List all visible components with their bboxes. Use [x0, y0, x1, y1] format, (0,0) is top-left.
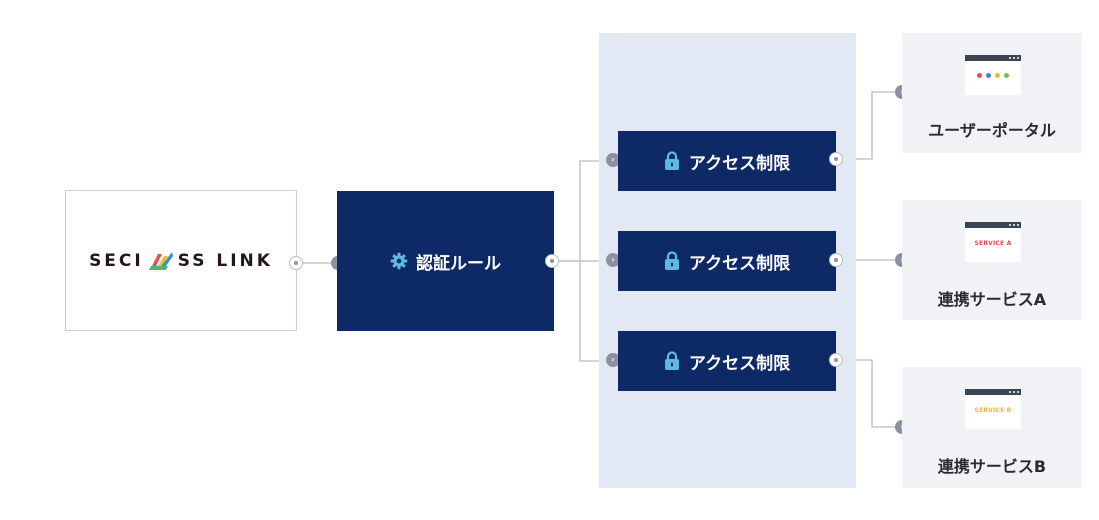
- service-name: 連携サービスA: [937, 290, 1047, 309]
- access-control-label: アクセス制限: [688, 253, 791, 274]
- service-name: 連携サービスB: [937, 457, 1047, 476]
- connector-access3-service-b: [843, 359, 895, 428]
- service-card-service-a[interactable]: SERVICE A 連携サービスA: [902, 200, 1082, 320]
- logo-text-right: SS LINK: [177, 250, 273, 271]
- logo-text-left: SECI: [89, 250, 144, 271]
- access-1-output-port: [829, 152, 843, 166]
- service-name: ユーザーポータル: [928, 121, 1056, 140]
- lock-icon: [664, 251, 679, 270]
- access-3-input-port: ›: [606, 353, 620, 367]
- service-tag: SERVICE B: [974, 407, 1012, 414]
- secioss-link-card: SECI SS LINK: [65, 190, 297, 331]
- connector-auth-access-3: [579, 261, 606, 362]
- gear-icon: [390, 252, 408, 270]
- access-2-input-port: ›: [606, 253, 620, 267]
- browser-window-icon: SERVICE B: [965, 389, 1021, 429]
- lock-icon: [664, 351, 679, 370]
- access-control-block-2[interactable]: アクセス制限: [618, 231, 836, 291]
- access-control-label: アクセス制限: [688, 153, 791, 174]
- browser-window-icon: [965, 55, 1021, 95]
- dot: [995, 73, 1000, 78]
- access-control-label: アクセス制限: [688, 353, 791, 374]
- dot: [977, 73, 982, 78]
- logo-output-port: [289, 256, 303, 270]
- access-control-block-3[interactable]: アクセス制限: [618, 331, 836, 391]
- access-1-input-port: ›: [606, 153, 620, 167]
- access-3-output-port: [829, 353, 843, 367]
- secioss-o-mark-icon: [148, 251, 173, 270]
- connector-access1-portal: [843, 91, 895, 160]
- lock-icon: [664, 151, 679, 170]
- auth-output-port: [545, 254, 559, 268]
- service-card-user-portal[interactable]: ユーザーポータル: [902, 33, 1082, 153]
- secioss-link-logo: SECI SS LINK: [89, 250, 273, 272]
- auth-rule-label: 認証ルール: [416, 253, 501, 274]
- service-tag: SERVICE A: [974, 240, 1012, 247]
- browser-window-icon: SERVICE A: [965, 222, 1021, 262]
- dot: [1004, 73, 1009, 78]
- auth-rule-block[interactable]: 認証ルール: [337, 191, 554, 331]
- access-2-output-port: [829, 253, 843, 267]
- service-card-service-b[interactable]: SERVICE B 連携サービスB: [902, 367, 1082, 488]
- portal-dots: [965, 73, 1021, 78]
- dot: [986, 73, 991, 78]
- access-control-block-1[interactable]: アクセス制限: [618, 131, 836, 191]
